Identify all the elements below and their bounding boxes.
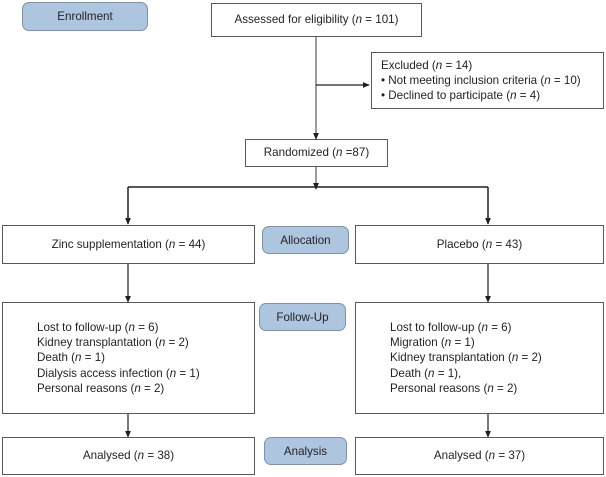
node-randomized-text: Randomized (n =87) (263, 146, 370, 160)
node-allocation-placebo: Placebo (n = 43) (355, 225, 604, 264)
followup-left-item: Dialysis access infection (n = 1) (37, 366, 200, 380)
node-excluded-heading: Excluded (n = 14) (381, 58, 473, 72)
followup-right-item: Kidney transplantation (n = 2) (390, 351, 542, 365)
node-analysis-left-text: Analysed (n = 38) (82, 449, 175, 463)
node-followup-placebo: Lost to follow-up (n = 6) Migration (n =… (355, 302, 604, 414)
stage-label-enrollment-text: Enrollment (57, 10, 113, 23)
node-allocation-zinc-supplementation: Zinc supplementation (n = 44) (2, 225, 255, 264)
stage-label-allocation: Allocation (262, 226, 349, 254)
stage-label-followup: Follow-Up (259, 303, 346, 331)
node-followup-left-lines: Lost to follow-up (n = 6) Kidney transpl… (3, 320, 254, 396)
followup-right-item: Death (n = 1), (390, 366, 462, 380)
stage-label-enrollment: Enrollment (22, 2, 148, 31)
node-excluded: Excluded (n = 14) • Not meeting inclusio… (371, 52, 604, 109)
node-randomized: Randomized (n =87) (245, 139, 388, 167)
node-followup-zinc: Lost to follow-up (n = 6) Kidney transpl… (2, 302, 255, 414)
followup-right-item: Personal reasons (n = 2) (390, 381, 518, 395)
node-analysis-zinc: Analysed (n = 38) (2, 437, 255, 475)
followup-right-item: Migration (n = 1) (390, 336, 475, 350)
stage-label-allocation-text: Allocation (280, 233, 331, 247)
node-analysis-placebo: Analysed (n = 37) (355, 437, 604, 475)
stage-label-followup-text: Follow-Up (276, 310, 329, 324)
node-excluded-lines: Excluded (n = 14) • Not meeting inclusio… (372, 58, 603, 104)
node-excluded-reason: • Not meeting inclusion criteria (n = 10… (381, 73, 581, 87)
node-assessed-for-eligibility: Assessed for eligibility (n = 101) (211, 3, 422, 37)
followup-left-item: Personal reasons (n = 2) (37, 381, 165, 395)
node-analysis-right-text: Analysed (n = 37) (433, 449, 526, 463)
node-allocation-right-text: Placebo (n = 43) (436, 237, 523, 251)
stage-label-analysis-text: Analysis (283, 444, 328, 458)
node-excluded-reason: • Declined to participate (n = 4) (381, 89, 541, 103)
followup-left-item: Kidney transplantation (n = 2) (37, 336, 189, 350)
followup-left-item: Lost to follow-up (n = 6) (37, 320, 159, 334)
node-allocation-left-text: Zinc supplementation (n = 44) (51, 237, 206, 251)
followup-left-item: Death (n = 1) (37, 351, 106, 365)
stage-label-analysis: Analysis (264, 437, 347, 465)
node-followup-right-lines: Lost to follow-up (n = 6) Migration (n =… (356, 320, 603, 396)
followup-right-item: Lost to follow-up (n = 6) (390, 320, 512, 334)
node-assessed-text: Assessed for eligibility (n = 101) (234, 13, 399, 27)
